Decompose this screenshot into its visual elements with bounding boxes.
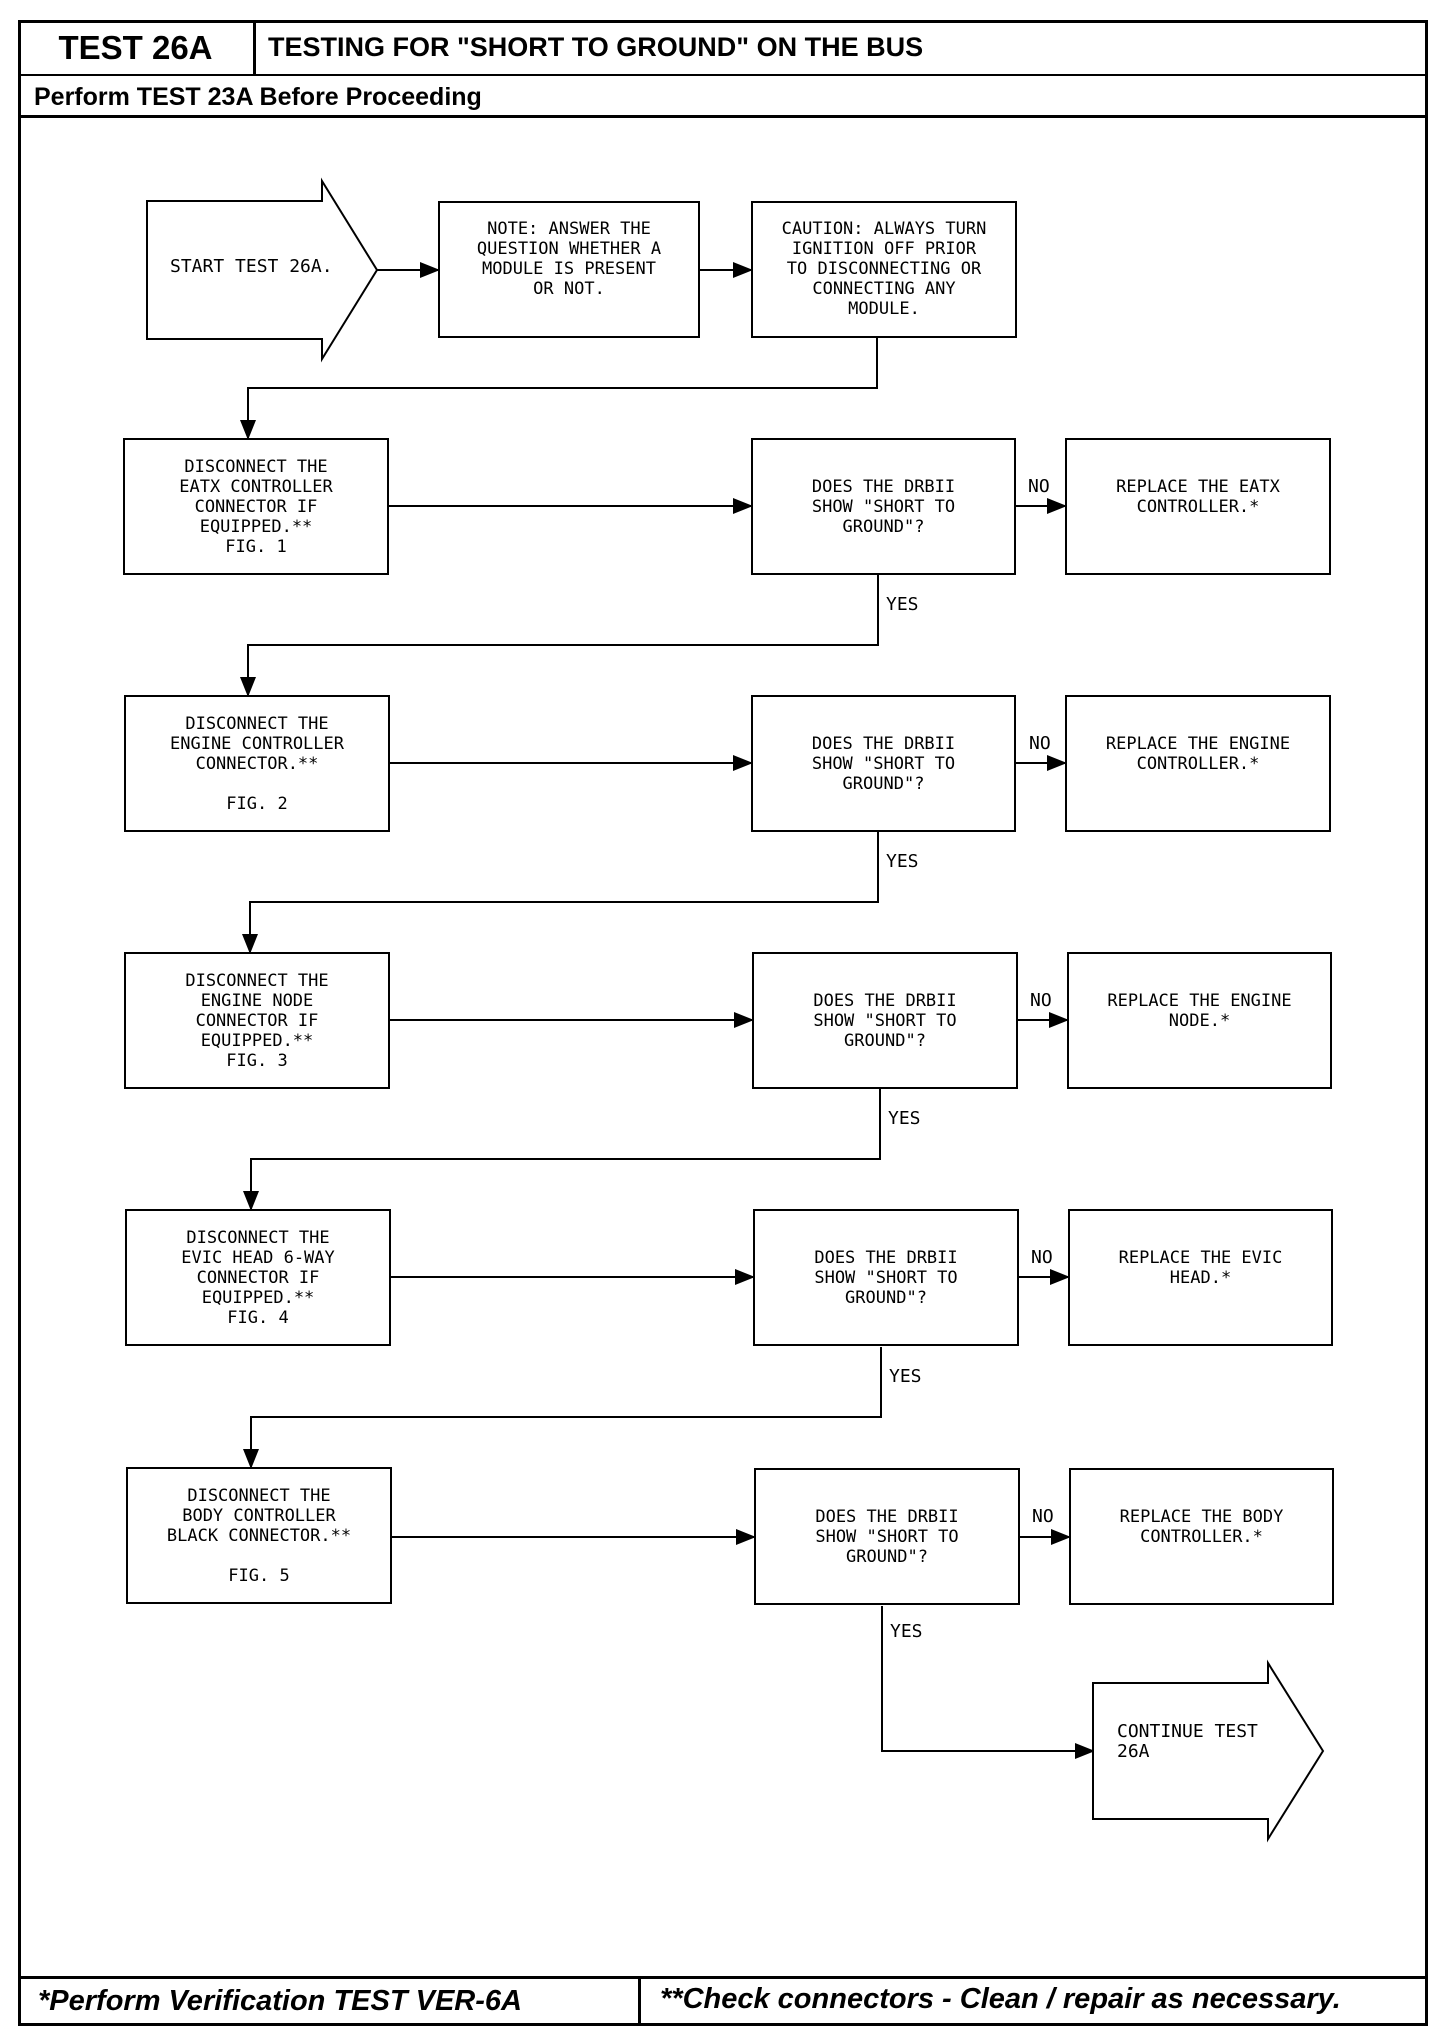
yes-label-4: YES xyxy=(889,1366,922,1387)
result-box-3: REPLACE THE ENGINE NODE.* xyxy=(1067,952,1332,1089)
result-box-5: REPLACE THE BODY CONTROLLER.* xyxy=(1069,1468,1334,1605)
result-box-4: REPLACE THE EVIC HEAD.* xyxy=(1068,1209,1333,1346)
continue-test-label: CONTINUE TEST 26A xyxy=(1117,1721,1258,1762)
caution-box: CAUTION: ALWAYS TURN IGNITION OFF PRIOR … xyxy=(751,201,1017,338)
prerequisite-note: Perform TEST 23A Before Proceeding xyxy=(34,82,482,111)
question-box-3: DOES THE DRBII SHOW "SHORT TO GROUND"? xyxy=(752,952,1018,1089)
action-box-4: DISCONNECT THE EVIC HEAD 6-WAY CONNECTOR… xyxy=(125,1209,391,1346)
no-label-3: NO xyxy=(1030,990,1052,1011)
footer-verification-note: *Perform Verification TEST VER-6A xyxy=(38,1984,522,2017)
page-frame xyxy=(18,20,1428,2026)
note-box: NOTE: ANSWER THE QUESTION WHETHER A MODU… xyxy=(438,201,700,338)
yes-label-5: YES xyxy=(890,1621,923,1642)
no-label-2: NO xyxy=(1029,733,1051,754)
question-box-4: DOES THE DRBII SHOW "SHORT TO GROUND"? xyxy=(753,1209,1019,1346)
start-test-label: START TEST 26A. xyxy=(170,256,333,277)
footer-connector-note: **Check connectors - Clean / repair as n… xyxy=(660,1982,1341,2015)
test-id: TEST 26A xyxy=(18,20,256,76)
header-row xyxy=(18,20,1428,76)
test-title: TESTING FOR "SHORT TO GROUND" ON THE BUS xyxy=(268,31,924,62)
no-label-1: NO xyxy=(1028,476,1050,497)
question-box-1: DOES THE DRBII SHOW "SHORT TO GROUND"? xyxy=(751,438,1016,575)
prerequisite-row xyxy=(18,76,1428,118)
action-box-1: DISCONNECT THE EATX CONTROLLER CONNECTOR… xyxy=(123,438,389,575)
result-box-2: REPLACE THE ENGINE CONTROLLER.* xyxy=(1065,695,1331,832)
start-arrow-shape xyxy=(146,177,379,363)
no-label-4: NO xyxy=(1031,1247,1053,1268)
result-box-1: REPLACE THE EATX CONTROLLER.* xyxy=(1065,438,1331,575)
footer-row xyxy=(18,1976,1428,2026)
yes-label-3: YES xyxy=(888,1108,921,1129)
question-box-2: DOES THE DRBII SHOW "SHORT TO GROUND"? xyxy=(751,695,1016,832)
action-box-2: DISCONNECT THE ENGINE CONTROLLER CONNECT… xyxy=(124,695,390,832)
yes-label-1: YES xyxy=(886,594,919,615)
footer-divider xyxy=(638,1976,641,2026)
yes-label-2: YES xyxy=(886,851,919,872)
no-label-5: NO xyxy=(1032,1506,1054,1527)
continue-arrow-shape xyxy=(1092,1659,1325,1843)
question-box-5: DOES THE DRBII SHOW "SHORT TO GROUND"? xyxy=(754,1468,1020,1605)
action-box-5: DISCONNECT THE BODY CONTROLLER BLACK CON… xyxy=(126,1467,392,1604)
action-box-3: DISCONNECT THE ENGINE NODE CONNECTOR IF … xyxy=(124,952,390,1089)
